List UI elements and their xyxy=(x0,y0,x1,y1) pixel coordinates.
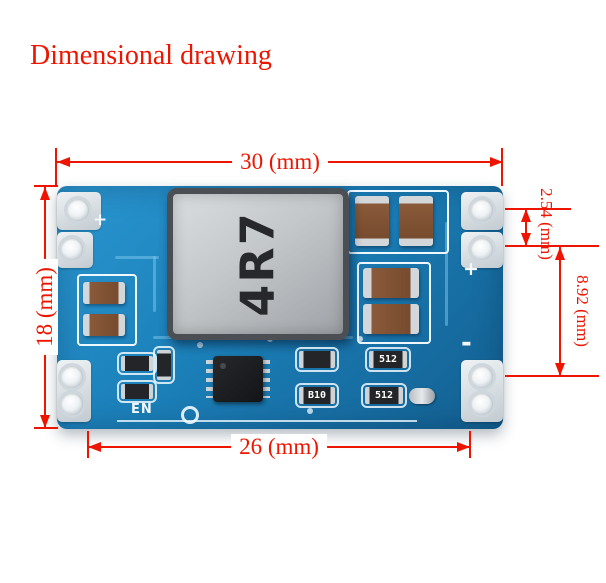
silkscreen-line xyxy=(117,420,417,422)
pin1-dot xyxy=(220,363,226,369)
via xyxy=(357,336,363,342)
dimension-line-pitch xyxy=(525,209,527,246)
capacitor xyxy=(83,314,125,336)
through-hole xyxy=(471,393,493,415)
through-hole xyxy=(471,199,493,221)
arrowhead-right-icon xyxy=(457,442,470,452)
through-hole xyxy=(61,238,83,260)
through-hole xyxy=(471,238,493,260)
capacitor xyxy=(363,304,419,334)
dimension-label-pitch: 2.54 (mm) xyxy=(537,188,556,260)
via xyxy=(307,408,313,414)
arrowhead-right-icon xyxy=(490,157,503,167)
resistor xyxy=(117,352,157,375)
through-hole xyxy=(67,199,89,221)
dimension-line-offset xyxy=(559,247,561,376)
resistor: 512 xyxy=(365,347,411,372)
arrowhead-left-icon xyxy=(88,442,101,452)
trace-line xyxy=(153,256,156,312)
extension-line xyxy=(505,245,599,247)
dimension-label-offset: 8.92 (mm) xyxy=(573,275,592,347)
enable-silkscreen: EN xyxy=(131,402,153,417)
resistor xyxy=(117,380,157,403)
resistor: 512 xyxy=(361,383,407,408)
extension-line xyxy=(505,208,571,210)
arrowhead-up-icon xyxy=(555,247,565,260)
test-point xyxy=(181,406,199,424)
trace-line xyxy=(445,222,448,326)
ic-chip xyxy=(213,356,263,402)
arrowhead-up-icon xyxy=(521,209,531,222)
polarity-minus-right: - xyxy=(461,328,472,358)
resistor xyxy=(153,346,175,384)
extension-line xyxy=(505,375,599,377)
diode xyxy=(409,388,435,404)
ic-pins xyxy=(263,360,270,398)
page-title: Dimensional drawing xyxy=(30,40,272,71)
capacitor xyxy=(363,268,419,298)
pcb-board: 4R7 512 512 B10 + + - EN xyxy=(57,186,503,429)
extension-line xyxy=(34,185,58,187)
dimension-label-bottom: 26 (mm) xyxy=(231,434,327,460)
resistor: B10 xyxy=(295,383,339,408)
arrowhead-left-icon xyxy=(57,157,70,167)
dimension-label-left: 18 (mm) xyxy=(32,259,58,355)
arrowhead-down-icon xyxy=(555,363,565,376)
via xyxy=(197,342,203,348)
inductor: 4R7 xyxy=(167,188,349,340)
arrowhead-down-icon xyxy=(40,415,50,428)
extension-line xyxy=(501,148,503,186)
silkscreen-outline xyxy=(77,274,137,346)
extension-line xyxy=(55,148,57,186)
silkscreen-outline xyxy=(357,262,431,344)
through-hole xyxy=(61,366,83,388)
capacitor xyxy=(399,196,433,246)
through-hole xyxy=(61,393,83,415)
polarity-plus-right: + xyxy=(463,258,479,280)
resistor xyxy=(295,347,339,372)
arrowhead-up-icon xyxy=(40,187,50,200)
through-hole xyxy=(471,366,493,388)
ic-pins xyxy=(206,360,213,398)
polarity-plus-left: + xyxy=(93,210,108,230)
capacitor xyxy=(83,282,125,304)
inductor-marking: 4R7 xyxy=(231,211,285,317)
capacitor xyxy=(355,196,389,246)
arrowhead-down-icon xyxy=(521,233,531,246)
trace-line xyxy=(115,256,159,259)
dimension-label-top: 30 (mm) xyxy=(232,149,328,175)
extension-line xyxy=(469,431,471,458)
extension-line xyxy=(34,427,58,429)
